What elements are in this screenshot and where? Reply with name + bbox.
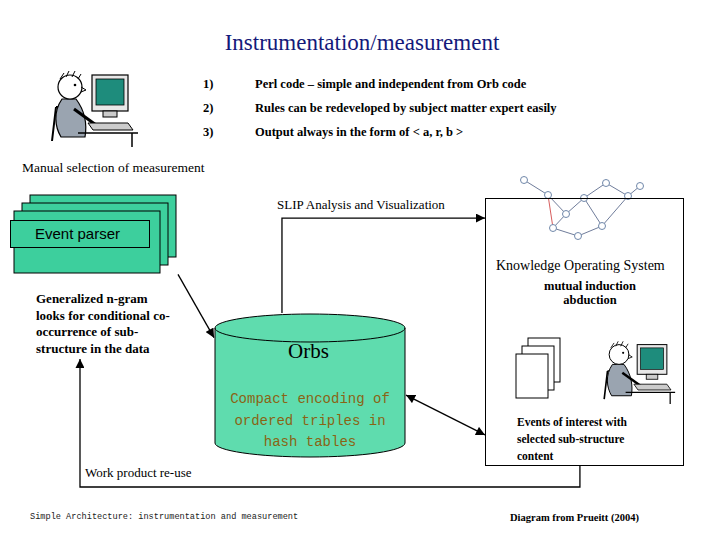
graph-vertex xyxy=(637,183,644,190)
list-number: 1) xyxy=(203,77,213,93)
list-item: Rules can be redeveloped by subject matt… xyxy=(255,101,557,117)
footer-caption: Simple Architecture: instrumentation and… xyxy=(30,512,298,523)
network-graph-icon xyxy=(521,177,644,240)
list-number: 2) xyxy=(203,101,213,117)
cylinder-body xyxy=(215,314,405,457)
connector-arrow xyxy=(406,395,485,435)
list-item: Perl code – simple and independent from … xyxy=(255,77,526,93)
diagram-title: Instrumentation/measurement xyxy=(0,29,720,58)
graph-vertex xyxy=(563,211,570,218)
node-subheading: mutual induction abduction xyxy=(530,280,650,307)
connector-label: SLIP Analysis and Visualization xyxy=(277,197,445,213)
graph-vertex xyxy=(603,180,610,187)
connector-label: Work product re-use xyxy=(85,465,192,481)
connector-arrow xyxy=(282,218,485,313)
source-credit: Diagram from Prueitt (2004) xyxy=(510,511,639,524)
person-at-computer xyxy=(604,341,675,404)
node-description: Generalized n-gram looks for conditional… xyxy=(36,291,174,357)
graph-links xyxy=(524,180,640,236)
orbs-cylinder: OrbsCompact encoding of ordered triples … xyxy=(214,313,406,458)
list-item: Output always in the form of < a, r, b > xyxy=(255,125,463,141)
node-heading: Knowledge Operating System xyxy=(496,257,665,275)
node-heading: Event parser xyxy=(10,220,150,248)
graph-vertex xyxy=(550,225,557,232)
graph-vertex xyxy=(521,177,528,184)
connector-arrow xyxy=(178,274,214,337)
document-stack-icon xyxy=(516,338,560,398)
graph-vertex xyxy=(599,223,606,230)
node-description: Compact encoding of ordered triples in h… xyxy=(220,389,400,454)
graph-link xyxy=(548,195,553,228)
note-label: Manual selection of measurement xyxy=(22,160,205,177)
document-page xyxy=(516,354,548,398)
person-at-computer xyxy=(52,71,138,147)
knowledge-system-box: Knowledge Operating System mutual inducti… xyxy=(485,198,684,466)
list-number: 3) xyxy=(203,125,213,141)
node-description: Events of interest with selected sub-str… xyxy=(517,414,637,465)
node-heading: Orbs xyxy=(288,338,329,364)
graph-vertex xyxy=(575,233,582,240)
event-parser-node: Event parserGeneralized n-gram looks for… xyxy=(8,193,178,359)
